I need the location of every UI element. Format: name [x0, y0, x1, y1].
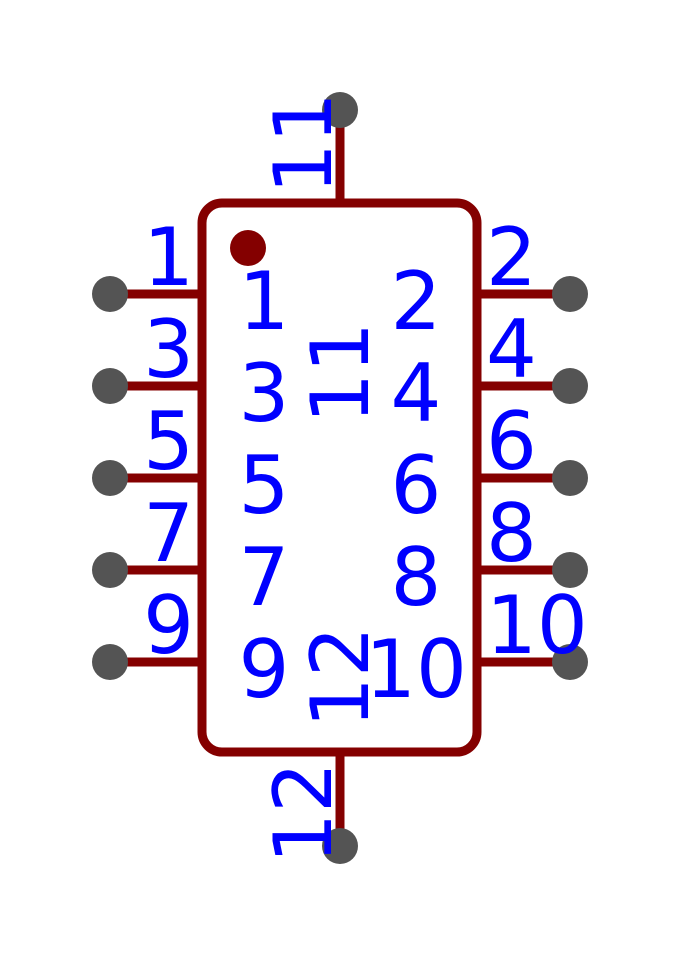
- pin-8-terminal[interactable]: [552, 552, 588, 588]
- pin-3-number: 3: [143, 303, 194, 396]
- pin-1-number: 1: [143, 211, 194, 304]
- pin-5-terminal[interactable]: [92, 460, 128, 496]
- pin-5-number: 5: [143, 395, 194, 488]
- pin-6[interactable]: [476, 460, 588, 496]
- pin-2-terminal[interactable]: [552, 276, 588, 312]
- pin-3-terminal[interactable]: [92, 368, 128, 404]
- pin-12-number: 12: [257, 762, 350, 864]
- pin-7-number: 7: [143, 487, 194, 580]
- pin-10[interactable]: [476, 644, 588, 680]
- pin-9-terminal[interactable]: [92, 644, 128, 680]
- pin-5[interactable]: [92, 460, 204, 496]
- pin-8[interactable]: [476, 552, 588, 588]
- pin-11-label: 11: [294, 322, 387, 424]
- pin-2[interactable]: [476, 276, 588, 312]
- pin-5-label: 5: [239, 439, 290, 532]
- pin-9-number: 9: [143, 579, 194, 672]
- left-pins: [92, 276, 204, 680]
- component-body: [197, 198, 482, 757]
- pin-2-number: 2: [486, 211, 537, 304]
- pin-12-label: 12: [294, 626, 387, 728]
- pin-8-number: 8: [486, 487, 537, 580]
- internal-labels: 1 3 5 7 9 2 4 6 8 10 11 12: [239, 255, 467, 728]
- pin-3-label: 3: [239, 347, 290, 440]
- pin-3[interactable]: [92, 368, 204, 404]
- pin-12[interactable]: [322, 752, 358, 864]
- pin-1-terminal[interactable]: [92, 276, 128, 312]
- pin-8-label: 8: [391, 531, 442, 624]
- pin-1-label: 1: [239, 255, 290, 348]
- pin-6-label: 6: [391, 439, 442, 532]
- pin-7-terminal[interactable]: [92, 552, 128, 588]
- pin-1[interactable]: [92, 276, 204, 312]
- pin-11-terminal[interactable]: [322, 92, 358, 128]
- pin-10-terminal[interactable]: [552, 644, 588, 680]
- pin-10-label: 10: [365, 623, 467, 716]
- pin-9[interactable]: [92, 644, 204, 680]
- pin1-marker-dot: [230, 230, 266, 266]
- pin-6-terminal[interactable]: [552, 460, 588, 496]
- pin-12-terminal[interactable]: [322, 828, 358, 864]
- pin-11-number: 11: [257, 92, 350, 194]
- right-pins: [476, 276, 588, 680]
- pin-4-terminal[interactable]: [552, 368, 588, 404]
- pin-9-label: 9: [239, 623, 290, 716]
- pin-2-label: 2: [391, 255, 442, 348]
- pin-11[interactable]: [322, 92, 358, 204]
- pin-4[interactable]: [476, 368, 588, 404]
- pin-6-number: 6: [486, 395, 537, 488]
- pin-10-number: 10: [486, 579, 588, 672]
- pin-7[interactable]: [92, 552, 204, 588]
- pin-4-label: 4: [391, 347, 442, 440]
- pin-4-number: 4: [486, 303, 537, 396]
- pin-7-label: 7: [239, 531, 290, 624]
